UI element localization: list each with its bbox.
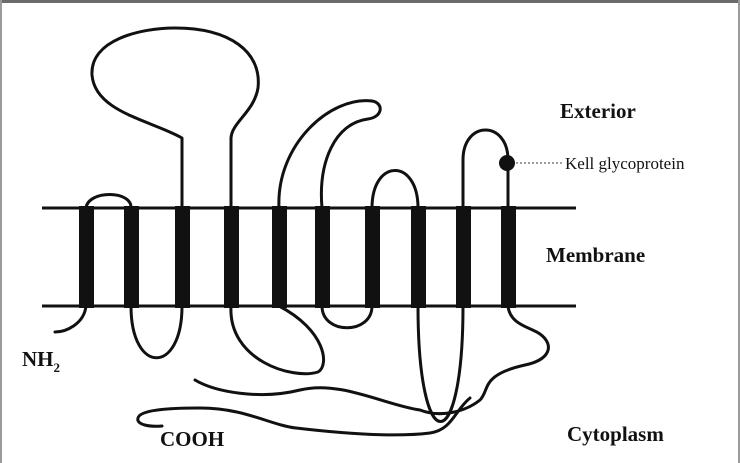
tm-segment-4 [224,206,239,308]
large-exterior-loop [92,28,258,208]
tm-segment-8 [411,206,426,308]
tm-segment-9 [456,206,471,308]
c-terminal-chain [195,306,548,414]
tm-segment-1 [79,206,94,308]
tm-segment-5 [272,206,287,308]
kell-attachment-dot [499,155,515,171]
cooh-label: COOH [160,427,224,451]
tm-segment-6 [315,206,330,308]
exterior-loop-kell-site [463,130,508,208]
cytoplasmic-loop-2 [231,306,324,374]
exterior-loop-4 [372,171,418,209]
cytoplasmic-loop-3 [322,306,372,328]
exterior-label: Exterior [560,99,636,123]
tm-segment-10 [501,206,516,308]
exterior-loop-3 [279,101,380,208]
transmembrane-segments [79,206,516,308]
tm-segment-3 [175,206,190,308]
membrane-label: Membrane [546,243,645,267]
cytoplasm-label: Cytoplasm [567,422,664,446]
nh2-subscript: 2 [54,360,61,375]
kell-glycoprotein-label: Kell glycoprotein [565,154,685,173]
tm-segment-7 [365,206,380,308]
exterior-loop-1 [86,195,131,209]
long-cytoplasmic-loop [418,306,463,422]
cytoplasmic-loop-1 [131,306,182,358]
nh2-tail-loop [55,306,86,332]
nh2-main-text: NH [22,347,54,371]
nh2-label: NH2 [22,347,60,375]
tm-segment-2 [124,206,139,308]
